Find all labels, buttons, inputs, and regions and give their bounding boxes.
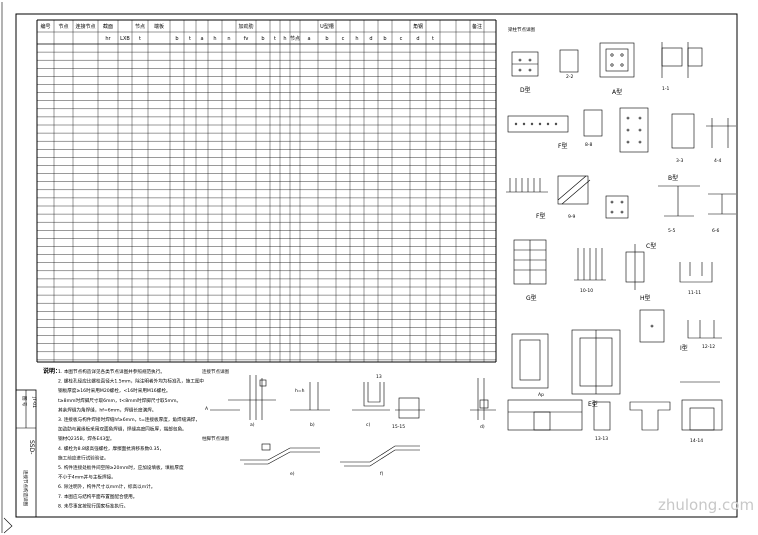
detail-label-15-15: 15-15 bbox=[392, 424, 405, 430]
detail-label-e: E型 bbox=[588, 400, 598, 408]
detail-label-10-10: 10-10 bbox=[580, 288, 593, 294]
table-subheader-cell: c bbox=[342, 36, 345, 42]
table-subheader-cell: fv bbox=[244, 36, 249, 42]
note-line: 钢板厚度≥16时采用M20螺栓，<16时采用M16螺栓。 bbox=[58, 387, 171, 394]
table-subheader-cell: h bbox=[355, 36, 358, 42]
detail-label-4-4: 4-4 bbox=[714, 158, 721, 164]
note-line: 1. 本图节点构造详见各类节点详图并参照规范执行。 bbox=[58, 368, 165, 375]
right-details: 梁柱节点详图 D型 2-2 A型 1-1 F型 8-8 3-3 bbox=[506, 26, 736, 444]
note-line: 4. 螺栓为8.8级高强螺栓，摩擦面抗滑移系数0.35， bbox=[58, 445, 164, 452]
table-header-cell: 节点 bbox=[58, 24, 68, 30]
note-line: 3. 连接板与构件焊接时焊缝hf≥6mm，t=连接板厚度，角焊缝满焊， bbox=[58, 416, 200, 423]
svg-text:a): a) bbox=[250, 422, 255, 428]
note-line: t≥8mm时焊脚尺寸取6mm，t<8mm时焊脚尺寸取5mm。 bbox=[58, 397, 181, 404]
note-line: 不小于4mm并与主板焊接。 bbox=[58, 474, 116, 481]
detail-label-9-9: 9-9 bbox=[568, 214, 575, 220]
note-line: 2. 螺栓孔径应比螺栓直径大1.5mm，除注明者外均为标准孔，施工图中 bbox=[58, 378, 205, 385]
table-subheader-cell: b bbox=[175, 36, 178, 42]
table-subheader-cell: d bbox=[369, 36, 372, 42]
sheet-code: JT-01 bbox=[31, 396, 37, 408]
svg-text:e): e) bbox=[290, 471, 295, 477]
detail-label-ap: Ap bbox=[538, 392, 544, 398]
detail-caption-base: 柱脚节点详图 bbox=[202, 435, 229, 442]
drawing-name: 连接节点构造详图 bbox=[22, 470, 29, 506]
detail-label-1-1: 1-1 bbox=[662, 86, 669, 92]
note-line: 5. 构件连接处板件间空隙≥20mm时，应加设填板，填板厚度 bbox=[58, 464, 184, 471]
table-header-cell: 角钢 bbox=[413, 23, 423, 30]
table-subheader-cell: a bbox=[307, 36, 310, 42]
table-header-cell: U型槽 bbox=[320, 23, 334, 30]
note-line: 7. 本图应与结构平面布置图配合使用。 bbox=[58, 493, 137, 500]
note-line: 8. 未尽事宜按现行国家标准执行。 bbox=[58, 502, 128, 509]
detail-label-3-3: 3-3 bbox=[676, 158, 683, 164]
table-subheader-cell: c bbox=[400, 36, 403, 42]
table-header-cell: 备注 bbox=[472, 23, 482, 30]
table-subheader-cell: d bbox=[416, 36, 419, 42]
table-subheader-cell: b bbox=[261, 36, 264, 42]
table-subheader-cell: n bbox=[227, 36, 230, 42]
detail-label-c: C型 bbox=[646, 242, 656, 250]
table-subheader-cell: t bbox=[274, 36, 276, 42]
svg-text:d): d) bbox=[480, 424, 485, 430]
table-subheader-cell: a bbox=[200, 36, 203, 42]
note-line: 加劲肋与翼缘板采用双面角焊缝，焊缝高度同板厚，端部包角。 bbox=[58, 426, 187, 433]
note-line: 施工前应进行试验验证。 bbox=[58, 454, 109, 461]
svg-text:A: A bbox=[205, 406, 209, 412]
table-subheader-cell: t bbox=[189, 36, 191, 42]
table-subheader-cell: b bbox=[383, 36, 386, 42]
table-subheader-cell: h bbox=[213, 36, 216, 42]
table-header-cell: 端板 bbox=[154, 23, 164, 30]
detail-label-h: H型 bbox=[640, 294, 651, 302]
table-subheader-cell: 节点 bbox=[290, 36, 300, 42]
table-subheader-cell: hr bbox=[105, 36, 111, 42]
detail-label-14-14: 14-14 bbox=[690, 438, 703, 444]
watermark: zhulong.com bbox=[658, 496, 754, 514]
notes-title: 说明： bbox=[43, 367, 61, 375]
title-block: 图 号 JT-01 SSD- 连接节点构造详图 bbox=[15, 389, 37, 518]
table-header-cell: 截面 bbox=[103, 23, 113, 30]
detail-label-f2: F型 bbox=[536, 212, 545, 220]
table-header-cell: 编号 bbox=[40, 23, 50, 30]
detail-label-d: D型 bbox=[520, 86, 531, 94]
detail-label-i: I型 bbox=[680, 344, 688, 352]
table-subheader-cell: h bbox=[283, 36, 286, 42]
detail-caption-top: 梁柱节点详图 bbox=[508, 26, 535, 33]
detail-label-a: A型 bbox=[612, 88, 622, 96]
table-subheader-cell: t bbox=[432, 36, 434, 42]
table-subheader-cell: b bbox=[325, 36, 328, 42]
table-header-cell: 连接节点 bbox=[75, 23, 95, 30]
table-subheader-cell: LXB bbox=[120, 36, 130, 42]
note-line: 其余焊缝为角焊缝，hf=6mm，焊缝长度满焊。 bbox=[58, 406, 156, 413]
notes-block: 说明： 1. 本图节点构造详见各类节点详图并参照规范执行。 2. 螺栓孔径应比螺栓… bbox=[43, 367, 205, 509]
table-subheader-cell: t bbox=[139, 36, 141, 42]
note-line: 钢材Q235B，焊条E43型。 bbox=[58, 435, 114, 442]
detail-label-5-5: 5-5 bbox=[668, 228, 675, 234]
detail-caption-connection: 连接节点详图 bbox=[202, 368, 229, 375]
table-header-cell: 加劲肋 bbox=[238, 23, 253, 30]
svg-text:h=h: h=h bbox=[295, 388, 305, 394]
detail-label-11-11: 11-11 bbox=[688, 290, 701, 296]
table-header-cell: 节点 bbox=[135, 24, 145, 30]
svg-text:f): f) bbox=[380, 471, 384, 477]
connection-details: 连接节点详图 A a) h=h b) 13 c) 15-15 d) 柱脚节点详图 bbox=[202, 368, 496, 477]
detail-label-b: B型 bbox=[668, 174, 678, 182]
svg-text:b): b) bbox=[310, 422, 315, 428]
svg-text:13: 13 bbox=[376, 374, 382, 380]
sheet-label: 图 号 bbox=[21, 396, 27, 407]
detail-label-12-12: 12-12 bbox=[702, 344, 715, 350]
detail-label-g: G型 bbox=[526, 294, 537, 302]
detail-label-13-13: 13-13 bbox=[595, 436, 608, 442]
detail-label-6-6: 6-6 bbox=[712, 228, 719, 234]
detail-label-8-8: 8-8 bbox=[585, 142, 592, 148]
detail-label-2-2: 2-2 bbox=[566, 74, 573, 80]
note-line: 6. 除注明外，构件尺寸以mm计，标高以m计。 bbox=[58, 483, 155, 490]
detail-label-f: F型 bbox=[558, 142, 567, 150]
svg-text:c): c) bbox=[366, 422, 370, 428]
sheet-number: SSD- bbox=[28, 440, 35, 454]
drawing-border bbox=[15, 13, 738, 518]
